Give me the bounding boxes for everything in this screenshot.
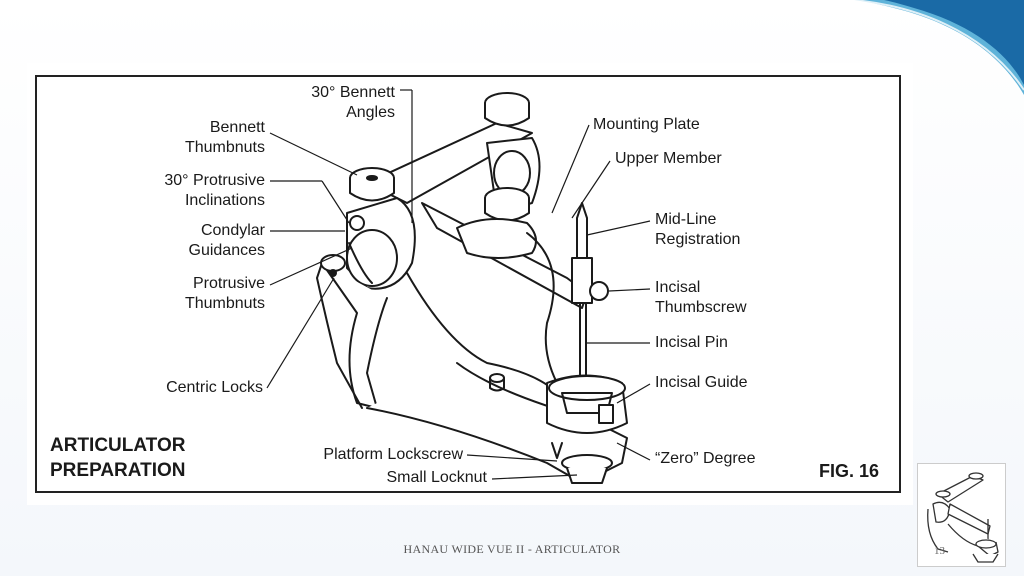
slide-number: 13 (934, 545, 945, 557)
figure-frame (35, 75, 901, 493)
label-platform-lockscrew: Platform Lockscrew (323, 446, 463, 463)
label-condylar-guidances: Condylar Guidances (188, 222, 266, 259)
label-midline-registration: Mid-Line Registration (655, 211, 741, 248)
label-bennett-angles: 30° Bennett Angles (311, 84, 395, 121)
figure-number: FIG. 16 (819, 461, 880, 481)
label-incisal-guide: Incisal Guide (655, 374, 748, 391)
label-bennett-thumbnuts: Bennett Thumbnuts (184, 119, 265, 156)
label-centric-locks: Centric Locks (166, 379, 263, 396)
articulator-thumbnail-drawing (927, 472, 999, 563)
articulator-drawing (266, 89, 651, 484)
label-incisal-thumbscrew: Incisal Thumbscrew (655, 279, 747, 316)
slide-footer: HANAU WIDE VUE II - ARTICULATOR (403, 542, 621, 556)
label-upper-member: Upper Member (615, 150, 722, 167)
label-mounting-plate: Mounting Plate (593, 116, 700, 133)
label-zero-degree: “Zero” Degree (655, 450, 756, 467)
figure-title: ARTICULATOR PREPARATION (50, 435, 186, 481)
figure-panel: 30° Bennett Angles Bennett Thumbnuts 30°… (27, 63, 913, 505)
label-protrusive-inclinations: 30° Protrusive Inclinations (164, 172, 265, 209)
label-incisal-pin: Incisal Pin (655, 334, 728, 351)
label-small-locknut: Small Locknut (386, 469, 488, 486)
corner-swoosh-decoration (854, 0, 1024, 95)
label-protrusive-thumbnuts: Protrusive Thumbnuts (184, 275, 265, 312)
articulator-thumbnail (917, 463, 1006, 567)
